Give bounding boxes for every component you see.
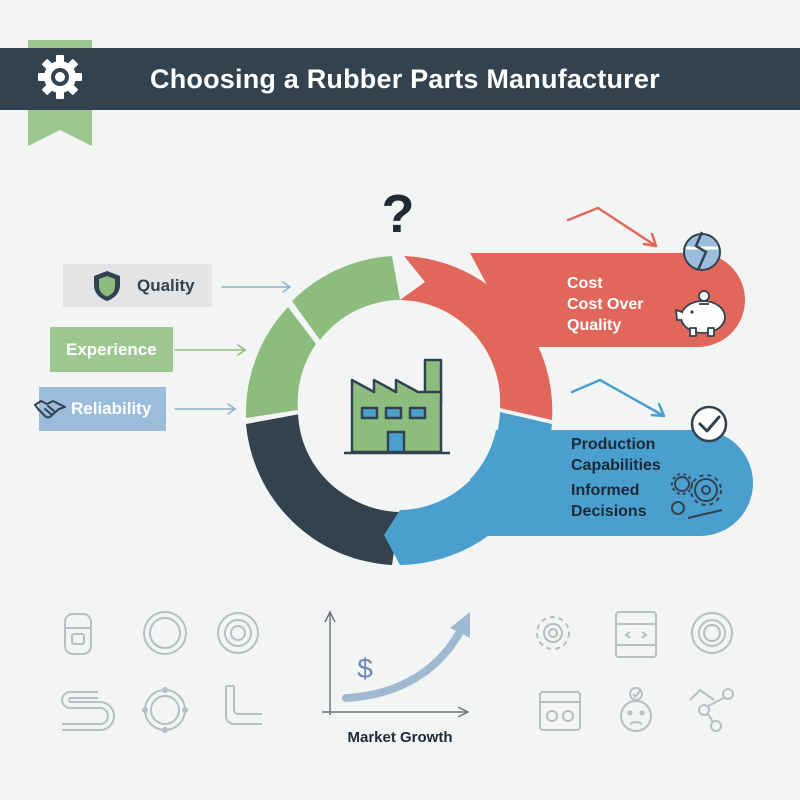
cost-line-2: Cost Over — [567, 296, 644, 313]
hose-icon — [61, 691, 115, 731]
growth-chart — [322, 610, 470, 718]
growth-curve — [342, 624, 466, 702]
control-panel-icon — [539, 691, 581, 731]
growth-arrow-head — [450, 612, 470, 638]
bushing-icon — [64, 613, 92, 655]
production-line-4: Decisions — [571, 503, 647, 520]
tube-icon — [225, 685, 262, 725]
checkmark-icon — [690, 405, 728, 443]
grommet-icon — [142, 687, 188, 733]
smiley-part-icon — [620, 687, 652, 732]
gear-icon — [38, 55, 82, 99]
gears-icon — [671, 473, 723, 519]
washer-icon — [691, 612, 733, 654]
ring-segment-right-blue — [384, 412, 552, 565]
factor-arrows — [174, 281, 292, 415]
connector-icon — [689, 688, 734, 732]
factor-quality: Quality — [63, 264, 212, 307]
ring-segment-left-green — [245, 307, 316, 418]
dollar-sign: $ — [357, 653, 373, 684]
production-line-1: Production — [571, 436, 656, 453]
factor-experience-label: Experience — [66, 339, 157, 359]
broken-coin-icon — [683, 231, 721, 271]
schematic-icon — [615, 611, 657, 658]
handshake-icon — [34, 400, 66, 419]
cost-panel — [470, 253, 745, 347]
page-title: Choosing a Rubber Parts Manufacturer — [150, 64, 660, 94]
cost-panel-text: Cost Cost Over Quality — [567, 273, 643, 336]
factor-reliability-label: Reliability — [71, 399, 152, 418]
ring-segment-right-red — [400, 256, 553, 420]
cost-line-1: Cost — [567, 275, 603, 292]
factory-icon — [344, 358, 450, 455]
cost-line-3: Quality — [567, 317, 622, 334]
down-trend-arrow-blue — [570, 378, 666, 418]
production-panel-text: Production Capabilities Informed Decisio… — [571, 434, 661, 522]
growth-chart-label: Market Growth — [347, 729, 452, 746]
down-trend-arrow-red — [566, 206, 658, 248]
header-bar: Choosing a Rubber Parts Manufacturer — [0, 48, 800, 110]
header-ribbon — [28, 40, 92, 146]
double-ring-icon — [217, 612, 259, 654]
piggy-bank-icon — [675, 290, 726, 337]
production-line-3: Informed — [571, 482, 640, 499]
question-mark: ? — [382, 184, 415, 244]
factor-reliability: Reliability — [34, 387, 166, 431]
factor-experience: Experience — [50, 327, 173, 372]
o-ring-icon — [143, 611, 187, 655]
factor-quality-label: Quality — [137, 275, 195, 295]
gear-seal-icon — [536, 616, 570, 650]
production-line-2: Capabilities — [571, 457, 661, 474]
ring-segment-bottom-dark — [246, 414, 400, 565]
ring-segment-top-green — [292, 256, 400, 340]
shield-icon — [94, 270, 120, 301]
